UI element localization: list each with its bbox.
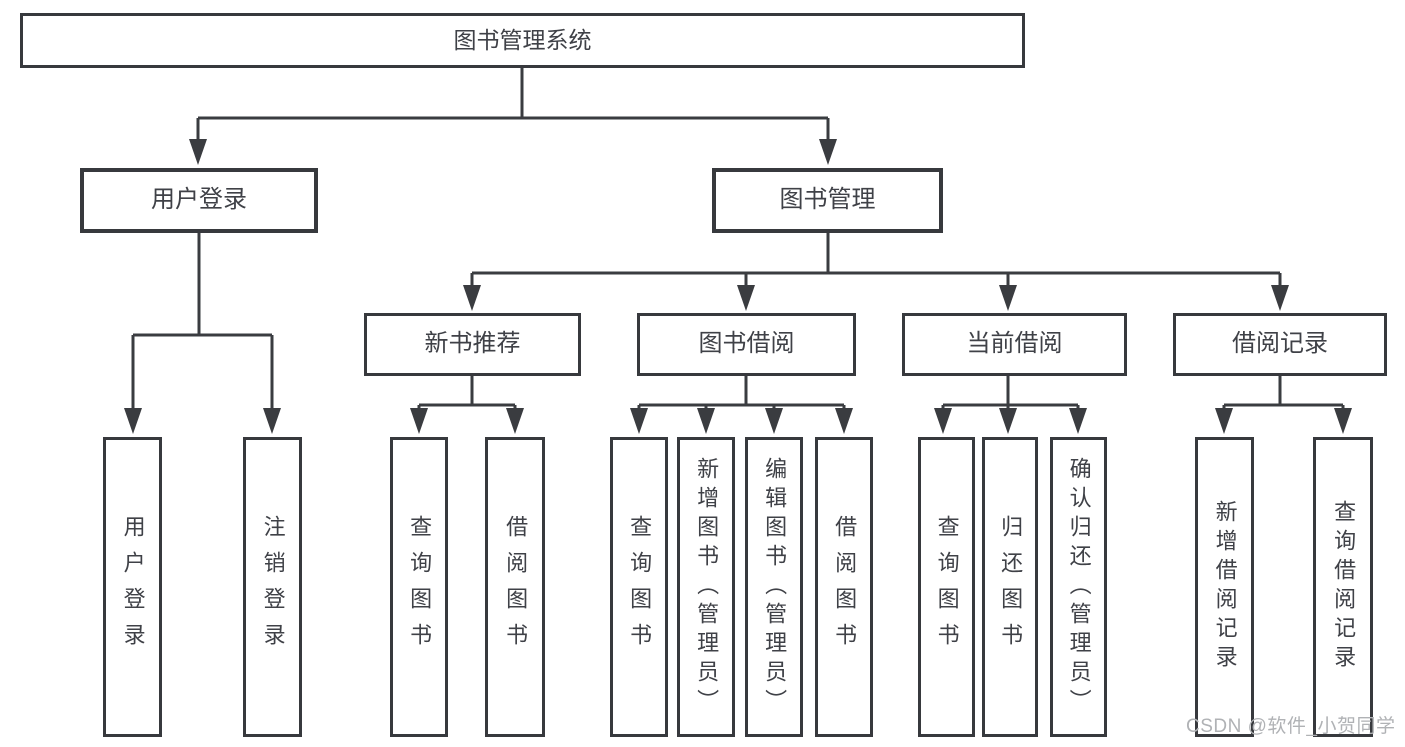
node-label: 编辑图书（管理员） bbox=[762, 456, 788, 718]
node-leaf-user-login: 用户登录 bbox=[103, 437, 162, 737]
node-borrow-records: 借阅记录 bbox=[1173, 313, 1387, 376]
node-label: 借阅图书 bbox=[503, 515, 529, 659]
node-leaf-confirm-return-admin: 确认归还（管理员） bbox=[1050, 437, 1107, 737]
node-leaf-borrow-books-1: 借阅图书 bbox=[485, 437, 545, 737]
node-leaf-query-books-1: 查询图书 bbox=[390, 437, 448, 737]
arrowheads bbox=[124, 139, 1352, 434]
node-leaf-query-books-2: 查询图书 bbox=[610, 437, 668, 737]
node-book-management: 图书管理 bbox=[712, 168, 943, 233]
node-label: 查询借阅记录 bbox=[1331, 500, 1357, 674]
node-leaf-add-borrow-record: 新增借阅记录 bbox=[1195, 437, 1254, 737]
node-leaf-query-borrow-record: 查询借阅记录 bbox=[1313, 437, 1373, 737]
node-label: 用户登录 bbox=[120, 515, 146, 659]
node-label: 确认归还（管理员） bbox=[1066, 456, 1092, 718]
node-root: 图书管理系统 bbox=[20, 13, 1025, 68]
node-leaf-borrow-books-2: 借阅图书 bbox=[815, 437, 873, 737]
node-label: 归还图书 bbox=[998, 515, 1024, 659]
node-label: 新增图书（管理员） bbox=[694, 456, 720, 718]
node-new-book-recommend: 新书推荐 bbox=[364, 313, 581, 376]
node-label: 新增借阅记录 bbox=[1212, 500, 1238, 674]
node-leaf-edit-book-admin: 编辑图书（管理员） bbox=[745, 437, 803, 737]
node-label: 查询图书 bbox=[934, 515, 960, 659]
node-leaf-return-books: 归还图书 bbox=[982, 437, 1038, 737]
node-leaf-add-book-admin: 新增图书（管理员） bbox=[677, 437, 735, 737]
node-leaf-query-books-3: 查询图书 bbox=[918, 437, 975, 737]
node-label: 注销登录 bbox=[260, 515, 286, 659]
node-label: 查询图书 bbox=[627, 515, 653, 659]
csdn-watermark: CSDN @软件_小贺同学 bbox=[1186, 716, 1396, 737]
node-label: 查询图书 bbox=[407, 515, 433, 659]
node-label: 借阅图书 bbox=[832, 515, 858, 659]
node-user-login: 用户登录 bbox=[80, 168, 318, 233]
node-leaf-logout: 注销登录 bbox=[243, 437, 302, 737]
node-book-borrow: 图书借阅 bbox=[637, 313, 856, 376]
node-current-borrow: 当前借阅 bbox=[902, 313, 1127, 376]
